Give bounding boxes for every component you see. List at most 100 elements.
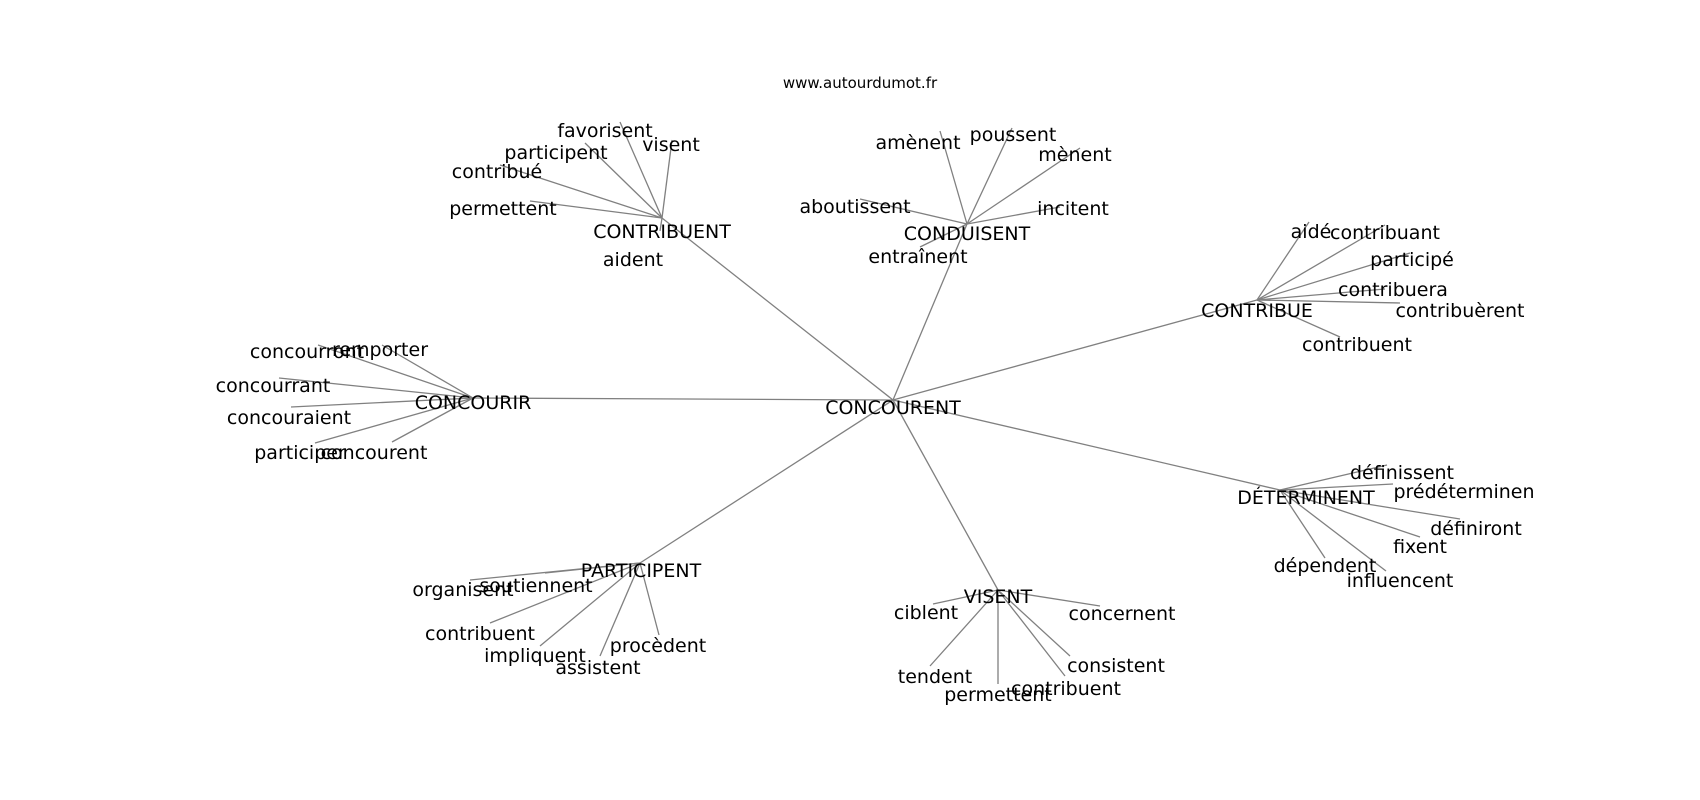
leaf-word[interactable]: tendent (898, 666, 972, 688)
leaf-word[interactable]: remporter (332, 339, 428, 361)
edge-visent_hub-3 (997, 589, 1071, 657)
hub-word-concourir[interactable]: CONCOURIR (415, 392, 532, 414)
leaf-word[interactable]: concourront (250, 341, 364, 363)
edge-concourir_hub-3 (290, 397, 474, 408)
leaf-word[interactable]: organisent (412, 579, 513, 601)
leaf-word[interactable]: visent (642, 134, 700, 156)
edge-center-visent_hub (892, 399, 999, 591)
leaf-word[interactable]: permettent (449, 198, 557, 220)
edge-contribuent_hub-1 (584, 142, 663, 219)
edge-contribuent_hub-5 (659, 217, 663, 232)
edge-contribuent_hub-4 (529, 200, 663, 219)
site-title: www.autourdumot.fr (783, 74, 938, 92)
edge-determinent_hub-2 (1279, 489, 1461, 520)
hub-word-conduisent[interactable]: CONDUISENT (904, 223, 1031, 245)
hub-word-contribue[interactable]: CONTRIBUE (1201, 300, 1313, 322)
edge-center-contribuent_hub (661, 217, 894, 401)
hub-word-contribuent[interactable]: CONTRIBUENT (593, 221, 731, 243)
leaf-word[interactable]: contribuent (425, 623, 535, 645)
leaf-word[interactable]: aboutissent (799, 196, 910, 218)
edge-visent_hub-5 (997, 589, 1066, 677)
edge-conduisent_hub-3 (859, 198, 968, 225)
leaf-word[interactable]: participent (504, 142, 607, 164)
edge-conduisent_hub-0 (939, 130, 968, 225)
edge-contribue_hub-0 (1256, 221, 1310, 301)
edge-concourir_hub-5 (391, 397, 474, 443)
leaf-word[interactable]: contribuera (1338, 279, 1448, 301)
center-word[interactable]: CONCOURENT (825, 397, 961, 419)
leaf-word[interactable]: influencent (1347, 570, 1454, 592)
edge-contribue_hub-1 (1256, 224, 1386, 301)
edge-concourir_hub-1 (381, 344, 474, 399)
edge-concourir_hub-0 (317, 344, 474, 399)
leaf-word[interactable]: permettent (944, 684, 1052, 706)
edge-contribue_hub-4 (1256, 299, 1401, 304)
edge-participent_hub-4 (599, 562, 641, 657)
edge-contribue_hub-5 (1256, 299, 1341, 338)
edge-visent_hub-1 (997, 589, 1101, 607)
edge-participent_hub-2 (489, 562, 641, 624)
leaf-word[interactable]: procèdent (610, 635, 706, 657)
leaf-word[interactable]: aident (603, 249, 663, 271)
leaf-word[interactable]: concourent (321, 442, 428, 464)
leaf-word[interactable]: concernent (1069, 603, 1176, 625)
edge-concourir_hub-2 (278, 377, 474, 399)
leaf-word[interactable]: poussent (970, 124, 1057, 146)
edge-visent_hub-2 (929, 589, 999, 667)
edge-determinent_hub-1 (1279, 483, 1394, 491)
leaf-word[interactable]: dépendent (1274, 555, 1377, 577)
leaf-word[interactable]: contribué (452, 161, 542, 183)
leaf-word[interactable]: définiront (1430, 518, 1522, 540)
leaf-word[interactable]: contribuent (1302, 334, 1412, 356)
leaf-word[interactable]: ciblent (894, 602, 958, 624)
leaf-word[interactable]: mènent (1038, 144, 1111, 166)
hub-word-determinent[interactable]: DÉTERMINENT (1237, 486, 1375, 509)
leaf-word[interactable]: impliquent (484, 645, 586, 667)
edge-determinent_hub-5 (1279, 489, 1387, 572)
leaf-word[interactable]: amènent (875, 132, 960, 154)
edge-contribuent_hub-0 (619, 121, 663, 219)
edge-determinent_hub-0 (1279, 464, 1388, 491)
leaf-word[interactable]: définissent (1350, 462, 1454, 484)
leaf-word[interactable]: fixent (1393, 536, 1447, 558)
edge-center-determinent_hub (892, 399, 1281, 491)
edge-center-participent_hub (639, 399, 894, 564)
leaf-word[interactable]: contribuent (1011, 678, 1121, 700)
edge-conduisent_hub-5 (919, 223, 968, 248)
leaf-word[interactable]: favorisent (557, 120, 652, 142)
edge-participent_hub-3 (539, 562, 641, 647)
hub-word-participent[interactable]: PARTICIPENT (581, 560, 702, 582)
edge-conduisent_hub-2 (966, 147, 1081, 225)
leaf-word[interactable]: contribuant (1330, 222, 1440, 244)
leaf-word[interactable]: concouraient (227, 407, 351, 429)
edge-participent_hub-1 (544, 562, 641, 574)
leaf-word[interactable]: soutiennent (479, 575, 592, 597)
edge-center-contribue_hub (892, 299, 1258, 401)
hub-word-visent[interactable]: VISENT (964, 586, 1033, 608)
edge-concourir_hub-4 (314, 397, 474, 444)
leaf-word[interactable]: consistent (1067, 655, 1165, 677)
leaf-word[interactable]: participer (254, 442, 346, 464)
leaf-word[interactable]: contribuèrent (1395, 300, 1524, 322)
edge-contribuent_hub-3 (499, 164, 663, 219)
leaf-word[interactable]: participé (1370, 249, 1454, 271)
leaf-word[interactable]: aidé (1291, 221, 1332, 243)
edge-contribue_hub-2 (1256, 252, 1411, 301)
edge-visent_hub-0 (932, 589, 999, 605)
edge-determinent_hub-3 (1279, 489, 1421, 538)
leaf-word[interactable]: entraînent (868, 246, 967, 268)
graph-edges (278, 121, 1461, 684)
edge-conduisent_hub-1 (966, 127, 1013, 225)
edge-conduisent_hub-4 (966, 206, 1061, 225)
leaf-word[interactable]: prédéterminen (1393, 481, 1534, 503)
leaf-word[interactable]: incitent (1037, 198, 1109, 220)
leaf-word[interactable]: concourrant (216, 375, 331, 397)
edge-contribue_hub-3 (1256, 288, 1386, 301)
edge-center-conduisent_hub (892, 223, 968, 401)
edge-determinent_hub-4 (1279, 489, 1326, 559)
edge-center-concourir_hub (472, 397, 894, 401)
edge-participent_hub-5 (639, 562, 660, 636)
edge-contribuent_hub-2 (661, 139, 673, 219)
leaf-word[interactable]: assistent (555, 657, 640, 679)
